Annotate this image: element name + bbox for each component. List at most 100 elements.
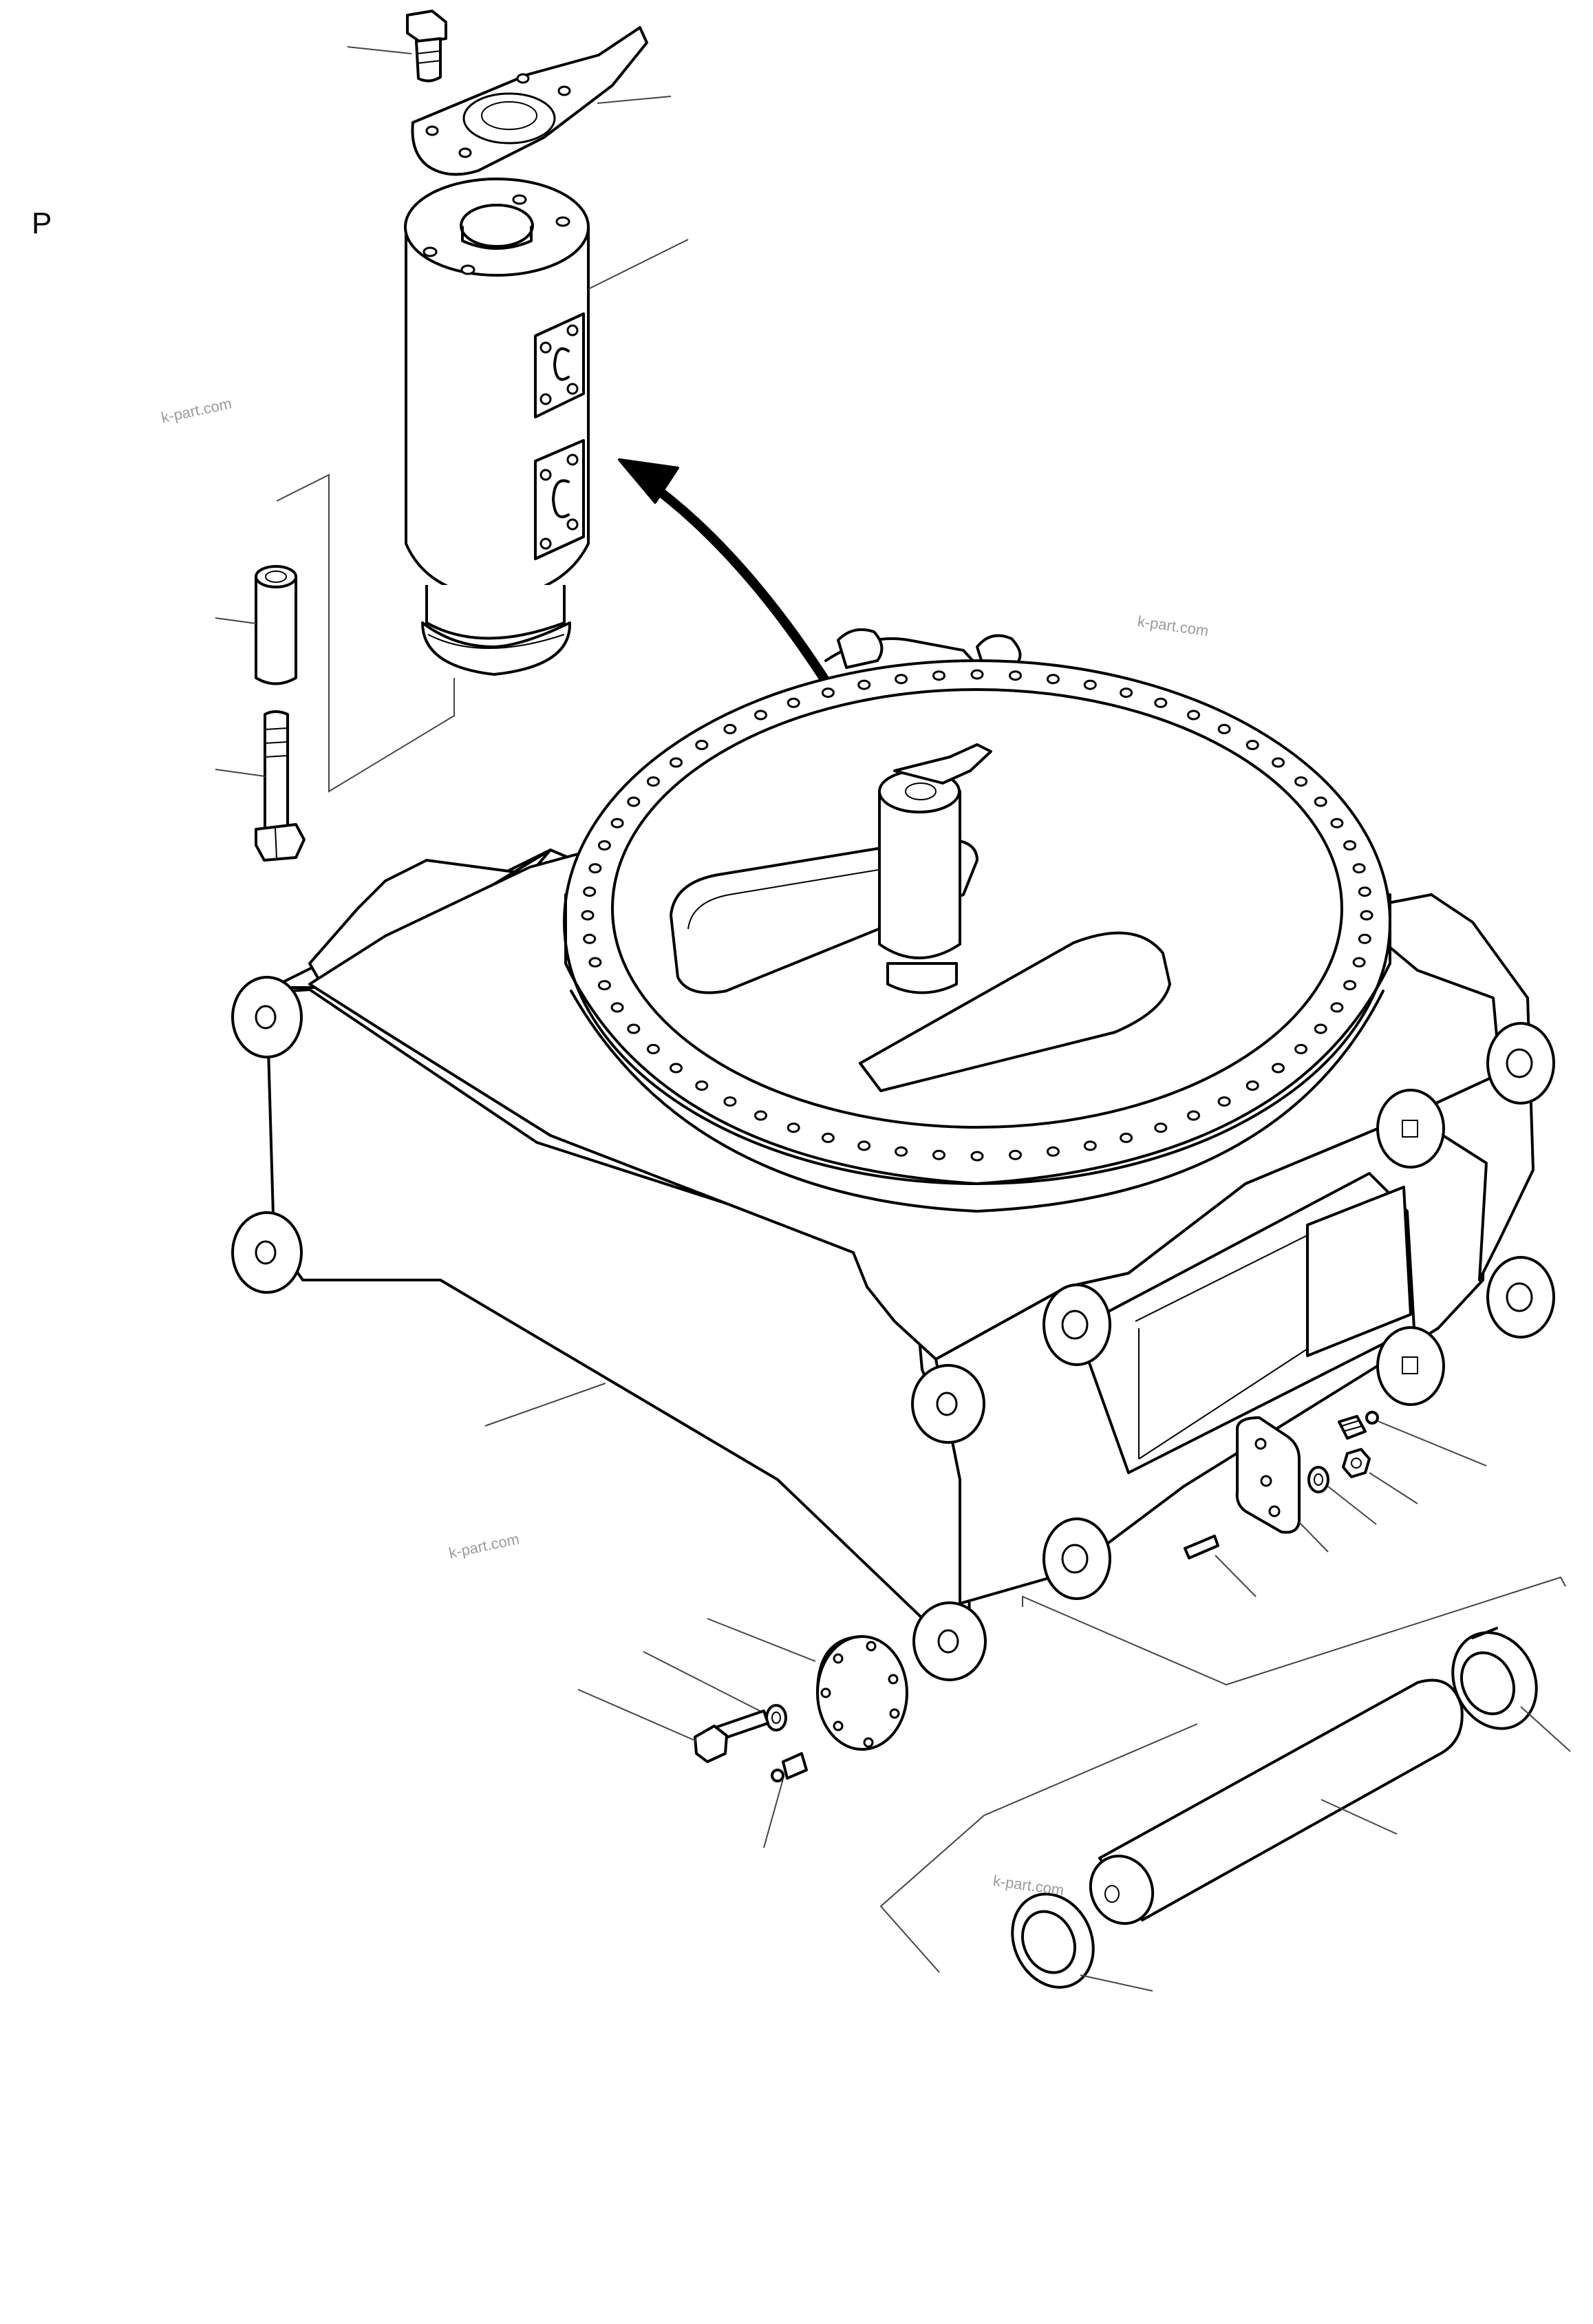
bolt-hole	[695, 740, 709, 750]
leader-line	[1327, 1486, 1377, 1525]
leader-line	[1520, 1706, 1571, 1752]
bolt-hole	[1352, 957, 1366, 968]
assembled-pin	[878, 743, 992, 994]
shaft	[1089, 1678, 1464, 1925]
bracket-line	[879, 1723, 1198, 1973]
bolt-hole	[695, 1080, 709, 1091]
bolt-hole	[588, 863, 602, 874]
bolt-hole	[723, 1096, 737, 1107]
leader-line	[215, 769, 266, 777]
bolt-hole	[1343, 980, 1357, 991]
leader-line	[707, 1618, 816, 1662]
bolt-hole	[821, 1132, 835, 1143]
ring-left	[1011, 1893, 1095, 1989]
lock-plate	[411, 26, 648, 176]
bolt-hole	[1046, 1146, 1060, 1157]
bolt-hole	[1083, 679, 1097, 690]
bolt-hole	[670, 1063, 683, 1074]
bracket-line	[276, 473, 455, 793]
bolt-hole	[1245, 1080, 1259, 1091]
ring-bolt-holes	[581, 669, 1373, 1162]
main-frame	[267, 628, 1535, 1653]
bolt-hole	[1009, 670, 1022, 681]
leader-line	[643, 1651, 766, 1714]
bolt-hole	[610, 818, 624, 829]
bolt-hole	[723, 723, 737, 734]
leader-line	[1377, 1420, 1487, 1467]
bolt-hole	[610, 1002, 624, 1013]
bolt-hole	[1294, 1043, 1308, 1054]
bolt-hole	[1294, 776, 1308, 787]
bolt-hole	[1272, 1063, 1285, 1074]
bolt-hole	[932, 1149, 945, 1160]
view-label: P	[32, 206, 52, 240]
bolt-hole	[1245, 740, 1259, 750]
top-bolt	[406, 10, 447, 83]
bolt-hole	[581, 910, 595, 921]
ring-right	[1451, 1627, 1538, 1730]
cover-plate-right	[1235, 1416, 1301, 1534]
bolt-hole	[1046, 674, 1060, 685]
bolt-hole	[1217, 1096, 1231, 1107]
bolt-hole	[670, 757, 683, 768]
bolt-hole	[1343, 840, 1357, 851]
bolt-hole	[1083, 1140, 1097, 1151]
leader-line	[1321, 1799, 1398, 1835]
bolt-hole	[857, 1140, 871, 1151]
long-bolt	[255, 710, 306, 862]
bolt-hole	[646, 1043, 660, 1054]
washer-left	[765, 1704, 787, 1731]
leader-line	[1215, 1555, 1257, 1597]
frame-bosses	[231, 976, 1555, 1681]
bolt-hole	[646, 776, 660, 787]
bolt-hole	[857, 679, 871, 690]
bolt-hole	[1187, 1110, 1200, 1121]
bolt-hole	[1272, 757, 1285, 768]
bolt-hole	[1187, 710, 1200, 721]
stud	[1184, 1535, 1219, 1559]
leader-line	[1369, 1472, 1418, 1504]
bolt-hole	[1314, 1023, 1327, 1034]
bolt-hole	[583, 933, 597, 944]
bolt-hole	[1217, 723, 1231, 734]
bolt-hole	[1154, 697, 1168, 708]
grease-nipple-right	[1338, 1411, 1379, 1440]
bolt-hole	[754, 1110, 767, 1121]
cover-plate-left	[816, 1635, 908, 1751]
leader-line	[484, 1383, 606, 1427]
bracket-line	[1022, 1576, 1566, 1686]
bolt-hole	[1154, 1122, 1168, 1133]
leader-line	[597, 96, 672, 104]
bolt-hole	[1120, 1132, 1133, 1143]
bolt-hole	[583, 886, 597, 897]
bolt-hole	[1358, 933, 1371, 944]
bolt-hole	[932, 670, 945, 681]
bolt-left	[694, 1709, 769, 1763]
bolt-hole	[1330, 818, 1344, 829]
nut-right	[1342, 1448, 1371, 1478]
bushing	[255, 565, 297, 685]
bolt-hole	[597, 980, 611, 991]
bolt-hole	[1120, 687, 1133, 699]
bolt-hole	[754, 710, 767, 721]
grease-nipple-left	[771, 1752, 808, 1782]
bolt-hole	[787, 697, 800, 708]
bolt-hole	[1358, 886, 1371, 897]
bolt-hole	[1330, 1002, 1344, 1013]
bolt-hole	[821, 687, 835, 699]
bolt-hole	[970, 669, 984, 680]
bolt-hole	[1352, 863, 1366, 874]
leader-line	[763, 1778, 784, 1848]
bolt-hole	[588, 957, 602, 968]
bolt-hole	[895, 674, 908, 685]
bolt-hole	[1009, 1149, 1022, 1160]
bolt-hole	[1360, 910, 1373, 921]
bolt-hole	[895, 1146, 908, 1157]
leader-line	[1080, 1974, 1153, 1992]
bolt-hole	[597, 840, 611, 851]
bolt-hole	[1314, 796, 1327, 807]
leader-line	[577, 1689, 697, 1742]
leader-line	[347, 46, 412, 54]
